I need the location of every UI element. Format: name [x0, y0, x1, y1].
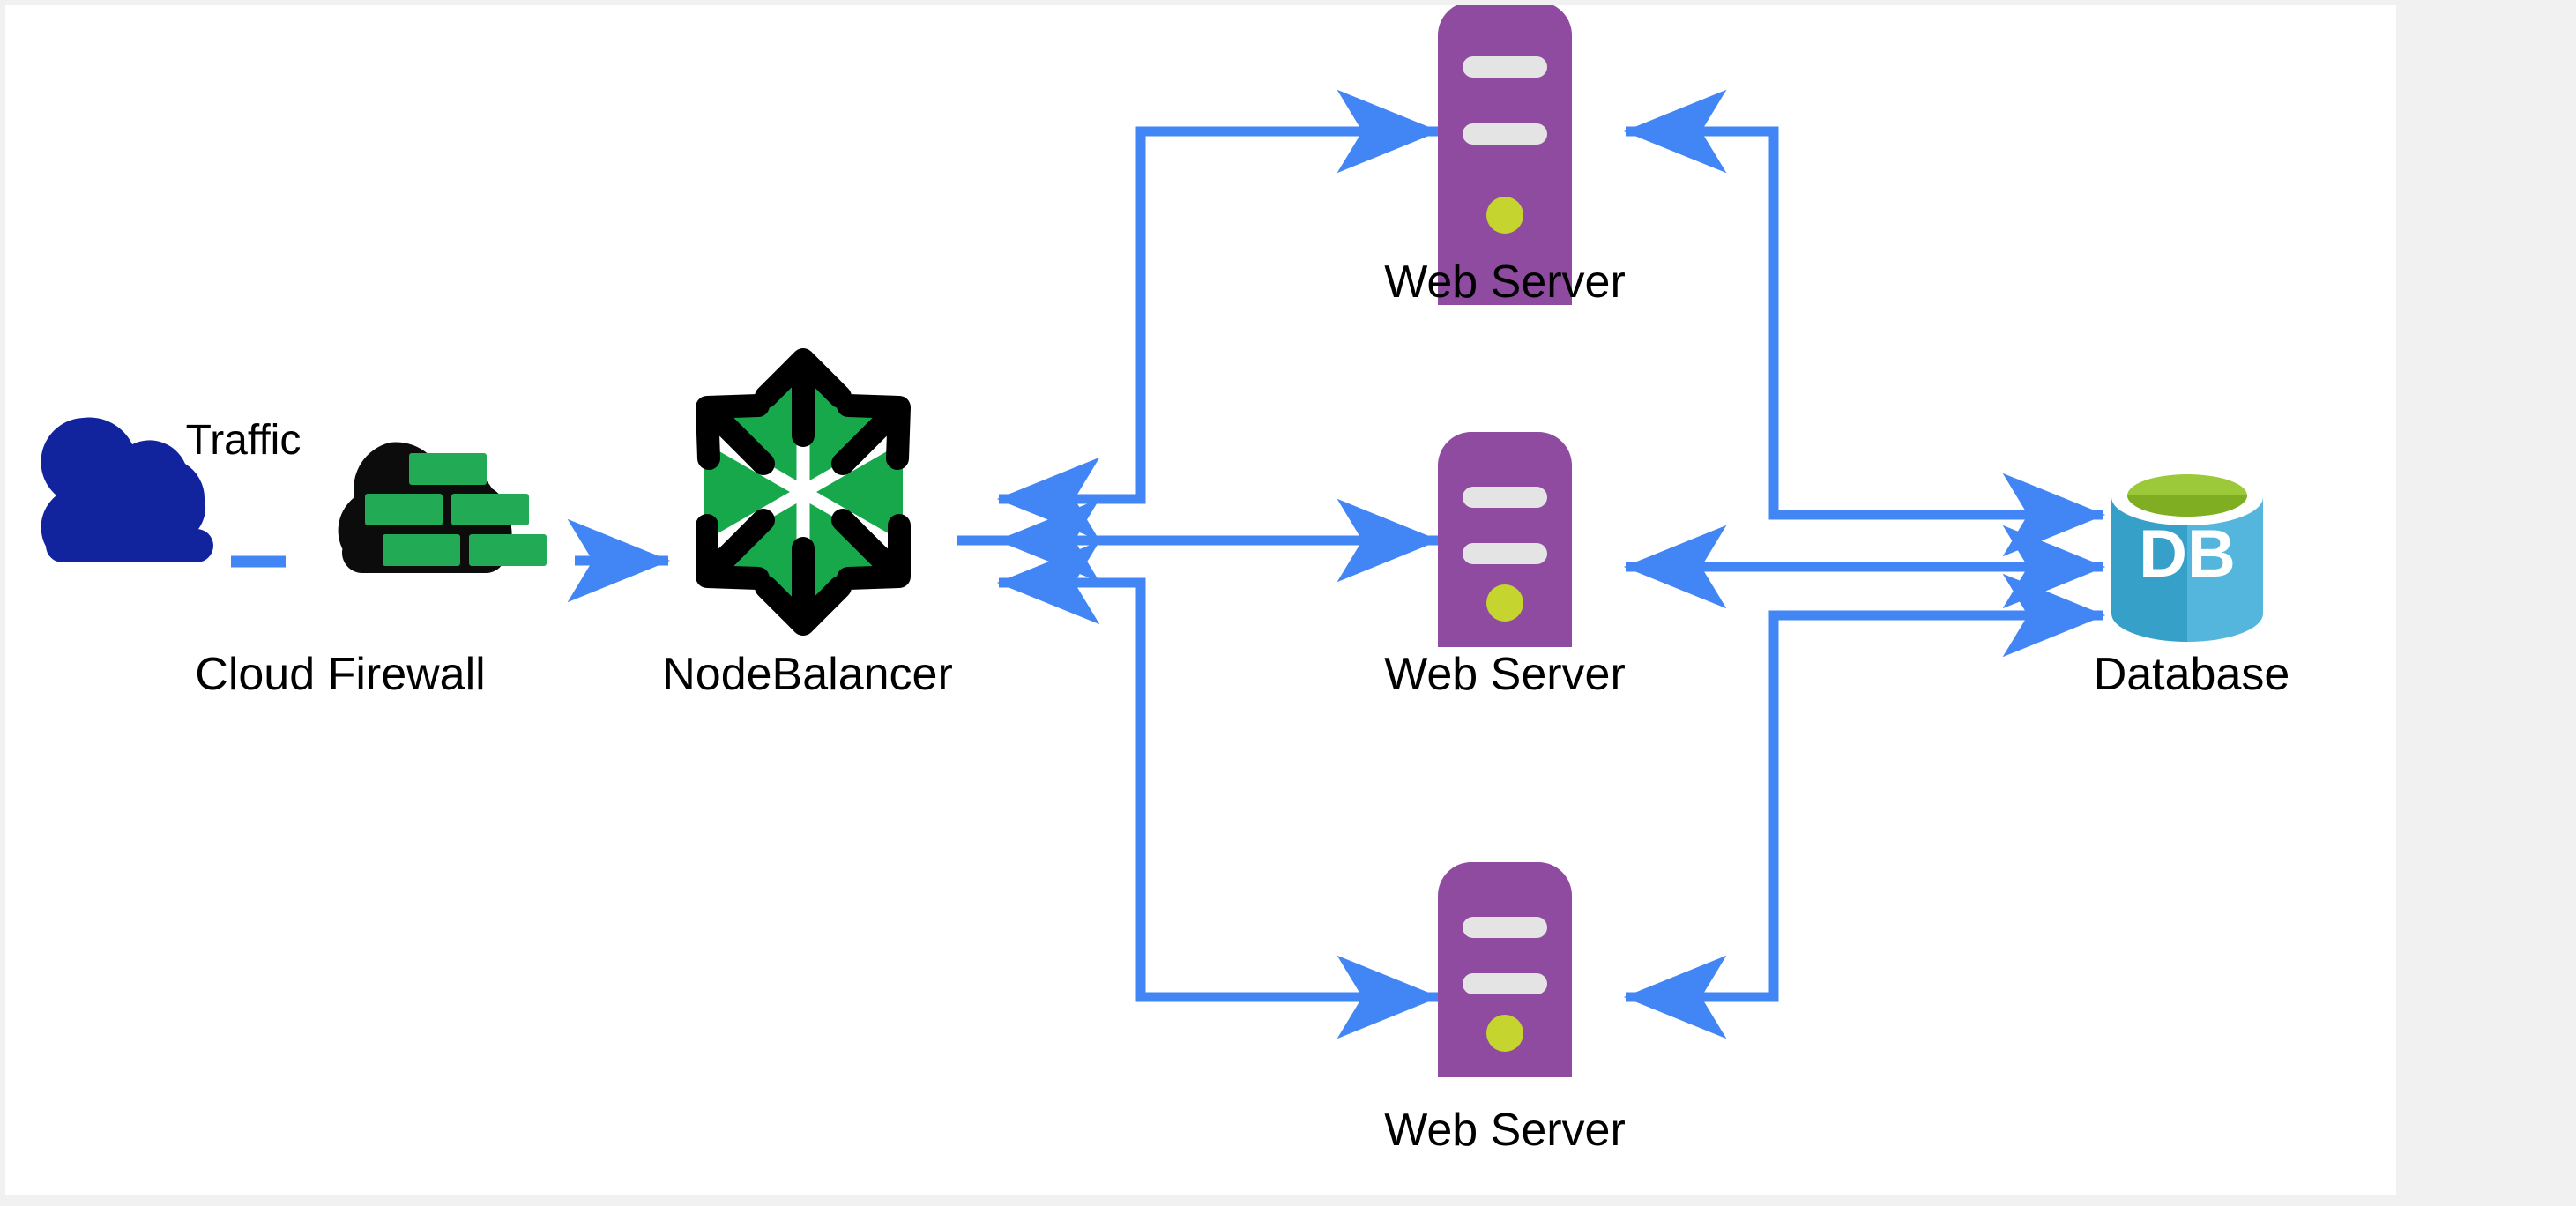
database-badge-text: DB — [2139, 517, 2236, 592]
database-cylinder-icon: DB — [2111, 469, 2263, 642]
node-label-nodebalancer: NodeBalancer — [662, 649, 953, 700]
connector-nb-to-server-bottom — [1123, 577, 1441, 1039]
nodebalancer-icon — [696, 348, 911, 636]
edge-label-traffic: Traffic — [185, 417, 302, 464]
server-icon-bottom — [1438, 862, 1572, 1077]
diagram-canvas: DB Traffic Cloud Firewall NodeBalancer W… — [5, 5, 2396, 1195]
connector-server-top-to-database — [1680, 126, 2106, 557]
connector-database-to-server-bottom — [1623, 615, 1779, 1039]
nodebalancer-arrows — [696, 348, 911, 636]
node-label-database: Database — [2093, 649, 2290, 700]
firewall-bricks — [365, 453, 547, 566]
cloud-icon — [41, 417, 213, 562]
architecture-diagram: DB — [41, 5, 2263, 1077]
connector-database-to-server-top — [1623, 89, 1779, 515]
node-label-cloud-firewall: Cloud Firewall — [195, 649, 486, 700]
server-icon-top — [1438, 5, 1572, 305]
node-label-web-server-middle: Web Server — [1384, 649, 1626, 700]
server-icon-middle — [1438, 432, 1572, 647]
connector-server-bottom-to-nb — [996, 540, 1146, 997]
node-label-web-server-top: Web Server — [1384, 257, 1626, 308]
connector-layer — [231, 89, 2106, 1039]
node-label-web-server-bottom: Web Server — [1384, 1105, 1626, 1156]
cloud-firewall-icon — [338, 442, 547, 573]
connector-nb-to-server-top — [1123, 89, 1441, 504]
connector-server-top-to-nb — [996, 131, 1146, 541]
